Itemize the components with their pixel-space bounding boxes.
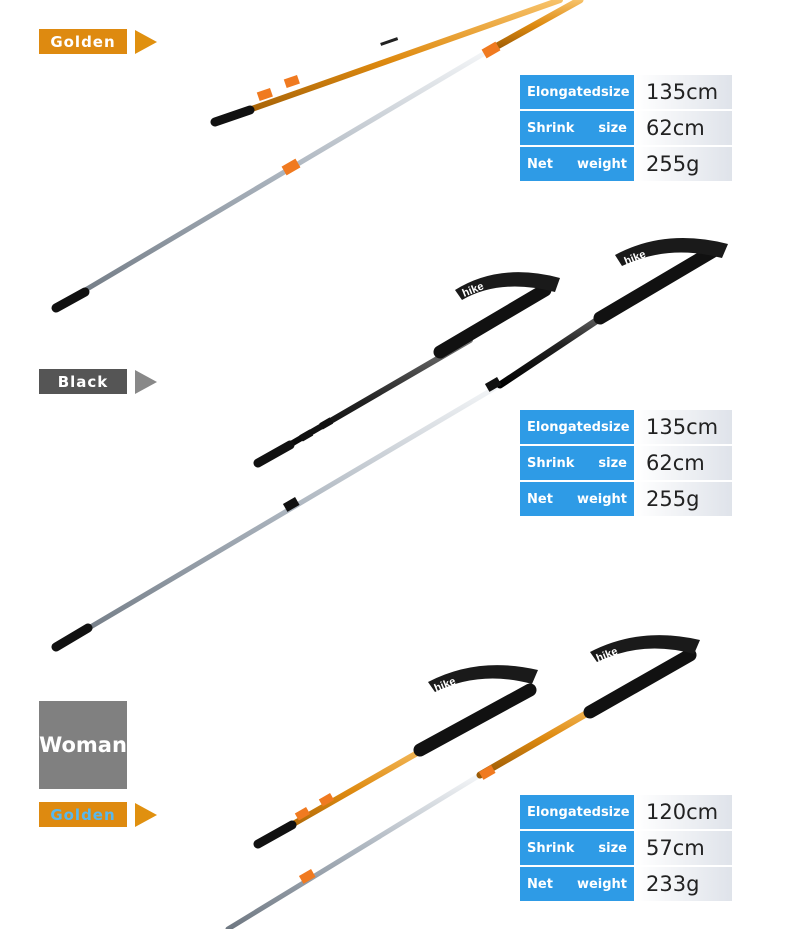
- spec-label: Net: [527, 876, 553, 892]
- spec-row-weight: Net weight 233g: [520, 867, 732, 901]
- spec-label: weight: [576, 876, 627, 892]
- woman-golden-pole-short: [253, 665, 538, 849]
- spec-label: size: [600, 84, 630, 100]
- spec-label: Elongated: [527, 419, 601, 435]
- spec-row-shrink: Shrink size 62cm: [520, 446, 732, 480]
- black-pole-extended: [51, 238, 728, 652]
- spec-value: 120cm: [636, 795, 732, 829]
- spec-label: weight: [576, 491, 627, 507]
- spec-label: weight: [576, 156, 627, 172]
- spec-value: 135cm: [636, 410, 732, 444]
- spec-label: size: [598, 840, 627, 856]
- color-tag-label: Black: [39, 369, 127, 394]
- golden-pole-extended: [51, 0, 584, 313]
- arrow-right-icon: [135, 802, 157, 827]
- arrow-right-icon: [135, 29, 157, 54]
- spec-value: 255g: [636, 147, 732, 181]
- color-tag-label: Golden: [39, 802, 127, 827]
- spec-label: size: [600, 419, 630, 435]
- golden-pole-short: [210, 0, 563, 127]
- color-tag-black: Black: [39, 369, 157, 394]
- spec-row-shrink: Shrink size 62cm: [520, 111, 732, 145]
- spec-value: 57cm: [636, 831, 732, 865]
- spec-label: Elongated: [527, 84, 601, 100]
- spec-label: Net: [527, 156, 553, 172]
- woman-badge: Woman: [39, 701, 127, 789]
- strap-brand-text: hike: [461, 280, 486, 299]
- spec-label: size: [598, 120, 627, 136]
- spec-label: Elongated: [527, 804, 601, 820]
- arrow-right-icon: [135, 369, 157, 394]
- spec-label: Shrink: [527, 455, 575, 471]
- spec-value: 233g: [636, 867, 732, 901]
- spec-row-weight: Net weight 255g: [520, 482, 732, 516]
- color-tag-golden: Golden: [39, 29, 157, 54]
- spec-row-weight: Net weight 255g: [520, 147, 732, 181]
- spec-label: size: [600, 804, 630, 820]
- spec-label: Shrink: [527, 120, 575, 136]
- spec-row-shrink: Shrink size 57cm: [520, 831, 732, 865]
- woman-golden-pole-extended: [225, 635, 700, 929]
- spec-label: Net: [527, 491, 553, 507]
- spec-value: 62cm: [636, 446, 732, 480]
- spec-value: 62cm: [636, 111, 732, 145]
- spec-value: 135cm: [636, 75, 732, 109]
- spec-label: Shrink: [527, 840, 575, 856]
- color-tag-label: Golden: [39, 29, 127, 54]
- spec-value: 255g: [636, 482, 732, 516]
- color-tag-golden: Golden: [39, 802, 157, 827]
- spec-label: size: [598, 455, 627, 471]
- black-pole-short: [253, 272, 560, 468]
